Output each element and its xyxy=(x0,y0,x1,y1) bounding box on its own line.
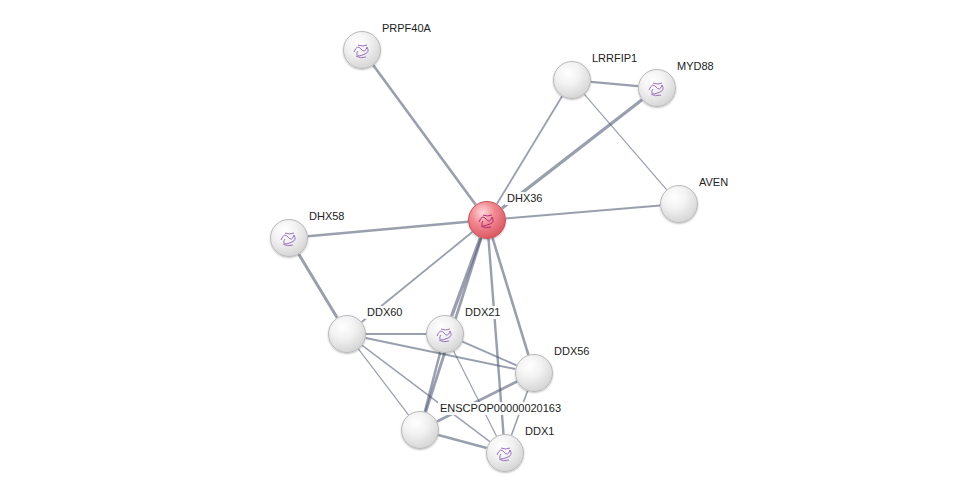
node-circle xyxy=(343,31,381,69)
node-circle xyxy=(426,315,464,353)
protein-node: DDX60 xyxy=(328,315,366,353)
node-circle xyxy=(270,219,308,257)
protein-node: AVEN xyxy=(660,185,698,223)
node-label: DHX58 xyxy=(307,210,346,223)
protein-node: DDX1 xyxy=(486,434,524,472)
node-circle xyxy=(515,354,553,392)
protein-node: LRRFIP1 xyxy=(553,61,591,99)
protein-node: DDX21 xyxy=(426,315,464,353)
structure-thumbnail xyxy=(427,316,463,352)
interaction-edge xyxy=(454,351,497,436)
interaction-edge xyxy=(493,238,529,355)
protein-node: PRPF40A xyxy=(343,31,381,69)
node-circle xyxy=(328,315,366,353)
node-circle xyxy=(468,201,506,239)
protein-node: DHX36 xyxy=(468,201,506,239)
interaction-edge xyxy=(299,254,337,317)
interaction-edge xyxy=(426,238,481,412)
structure-thumbnail xyxy=(487,435,523,471)
interaction-edge xyxy=(591,82,638,86)
interaction-edge xyxy=(584,94,666,189)
node-label: DDX56 xyxy=(552,345,591,358)
protein-node: DDX56 xyxy=(515,354,553,392)
node-label: ENSCPOP00000020163 xyxy=(438,402,563,415)
structure-thumbnail xyxy=(469,202,505,238)
protein-node: MYD88 xyxy=(638,69,676,107)
node-circle xyxy=(638,69,676,107)
node-circle xyxy=(486,434,524,472)
structure-thumbnail xyxy=(271,220,307,256)
interaction-edge xyxy=(438,435,486,448)
node-label: AVEN xyxy=(697,176,730,189)
node-label: LRRFIP1 xyxy=(590,52,639,65)
structure-thumbnail xyxy=(344,32,380,68)
node-circle xyxy=(401,411,439,449)
interaction-edge xyxy=(506,206,660,219)
protein-node: ENSCPOP00000020163 xyxy=(401,411,439,449)
node-circle xyxy=(553,61,591,99)
interaction-edge xyxy=(359,349,409,415)
node-label: DDX1 xyxy=(523,425,556,438)
node-label: DDX21 xyxy=(463,306,502,319)
node-label: DDX60 xyxy=(365,306,404,319)
node-label: DHX36 xyxy=(505,192,544,205)
protein-node: DHX58 xyxy=(270,219,308,257)
node-label: MYD88 xyxy=(675,60,716,73)
interaction-edge xyxy=(373,65,475,204)
node-label: PRPF40A xyxy=(380,22,433,35)
interaction-edge xyxy=(308,222,468,237)
interaction-edge xyxy=(502,100,642,209)
node-circle xyxy=(660,185,698,223)
interaction-edge xyxy=(462,342,516,366)
interaction-edge xyxy=(366,333,426,335)
structure-thumbnail xyxy=(639,70,675,106)
